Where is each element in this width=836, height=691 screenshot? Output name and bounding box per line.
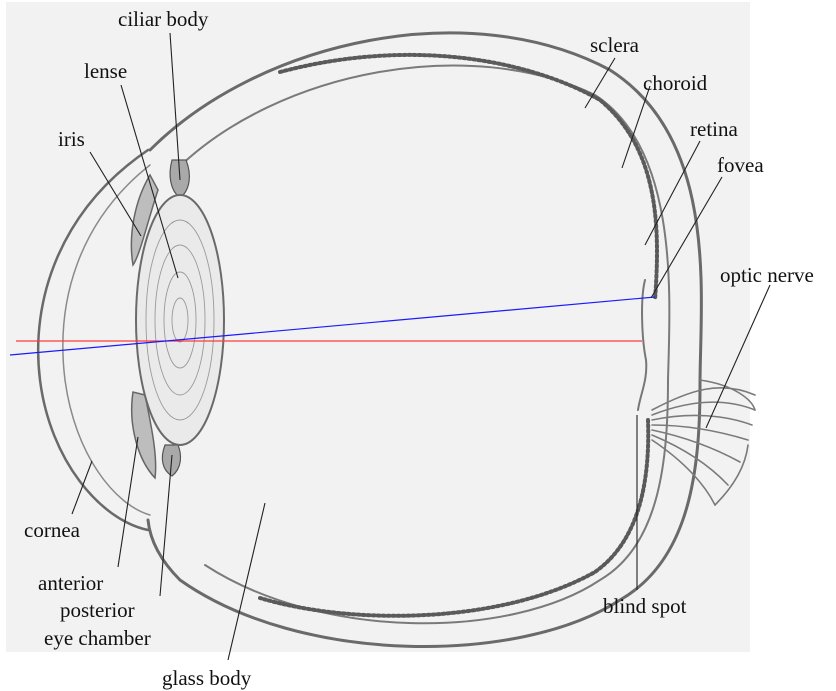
label-ciliar-body: ciliar body xyxy=(118,7,209,31)
label-cornea: cornea xyxy=(24,518,81,542)
lens-body xyxy=(136,195,224,445)
label-retina: retina xyxy=(690,117,738,141)
label-posterior: posterior xyxy=(60,598,135,622)
label-blind-spot: blind spot xyxy=(603,594,687,618)
drawing-paper xyxy=(6,2,750,652)
label-eye-chamber: eye chamber xyxy=(44,626,151,650)
label-choroid: choroid xyxy=(643,71,708,95)
label-glass-body: glass body xyxy=(162,666,252,690)
label-fovea: fovea xyxy=(717,153,764,177)
label-iris: iris xyxy=(58,127,85,151)
label-lense: lense xyxy=(84,59,127,83)
label-sclera: sclera xyxy=(590,33,640,57)
label-optic-nerve: optic nerve xyxy=(720,263,814,287)
label-anterior: anterior xyxy=(38,571,103,595)
